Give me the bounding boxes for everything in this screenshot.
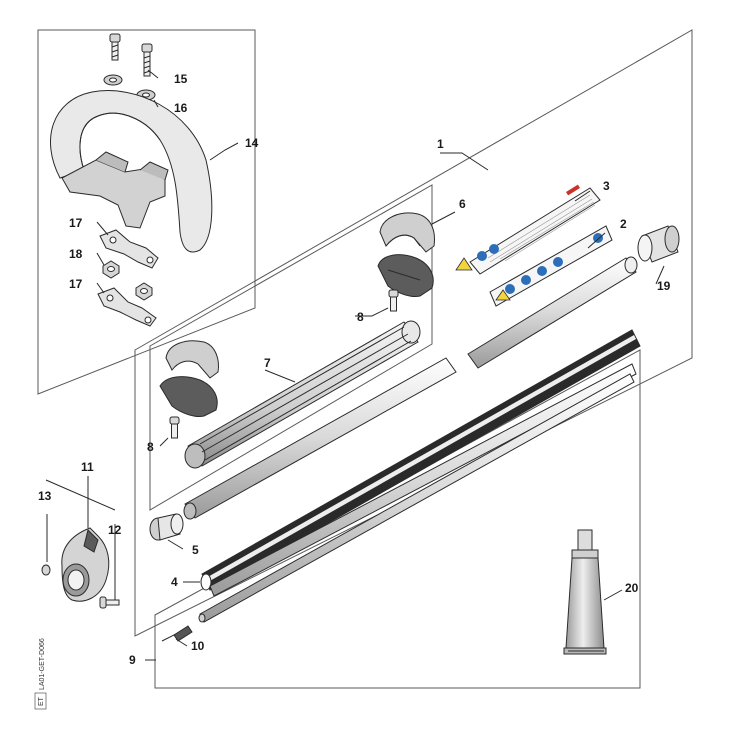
callout-19: 19 <box>657 279 671 293</box>
clamp-17-upper <box>99 229 159 269</box>
callout-15: 15 <box>174 72 188 86</box>
shaft-group-panel <box>134 29 693 637</box>
nut-18 <box>102 260 120 279</box>
nut-18-lower <box>135 282 153 301</box>
callout-3: 3 <box>603 179 610 193</box>
shaft-tube-1-upper <box>467 256 638 369</box>
clamp-shell-6-left-lower <box>159 376 218 417</box>
cap-19 <box>637 225 680 263</box>
drive-shaft-9 <box>198 373 635 623</box>
callout-11: 11 <box>81 460 94 474</box>
drawing-code-text: LA01-GET-D066 <box>39 638 46 690</box>
drive-tube-4 <box>200 329 641 597</box>
drive-shaft-end-10 <box>161 625 193 642</box>
leader-lines <box>45 69 665 661</box>
callout-7: 7 <box>264 356 271 370</box>
callout-12: 12 <box>108 523 122 537</box>
callout-17-upper: 17 <box>69 216 83 230</box>
callout-14: 14 <box>245 136 259 150</box>
rubber-bushing-5 <box>149 513 184 541</box>
screw-8-upper <box>388 289 399 312</box>
shaft-tube-1-lower <box>183 357 457 520</box>
callout-6: 6 <box>459 197 466 211</box>
callout-2: 2 <box>620 217 627 231</box>
washer-16-left-hole <box>109 77 117 83</box>
callout-13: 13 <box>38 489 52 503</box>
callout-20: 20 <box>625 581 639 595</box>
clamp-shell-6-lower <box>377 254 434 297</box>
callout-8-upper: 8 <box>357 310 364 324</box>
screw-12 <box>99 596 120 609</box>
callout-9: 9 <box>129 653 136 667</box>
grease-tube-20 <box>563 529 607 655</box>
screw-8-lower <box>169 416 180 439</box>
callout-5: 5 <box>192 543 199 557</box>
housing-11 <box>61 527 110 602</box>
loop-handle-14 <box>50 90 213 253</box>
label-2 <box>489 225 613 307</box>
nut-13 <box>41 564 51 576</box>
clamp-shell-6-left-upper <box>165 340 219 379</box>
grip-tube-7 <box>184 320 421 469</box>
grip-group-panel <box>149 184 433 511</box>
callout-16: 16 <box>174 101 188 115</box>
drawing-code-box <box>34 692 47 710</box>
callouts: 1 2 3 4 5 6 7 8 8 9 10 11 12 13 14 15 16… <box>38 72 671 667</box>
callout-10: 10 <box>191 639 205 653</box>
callout-17-lower: 17 <box>69 277 83 291</box>
washer-16-right-hole <box>142 92 150 98</box>
screw-15-left <box>109 33 121 61</box>
drive-group-panel <box>154 349 641 689</box>
drawing-code-box-text: ET <box>38 696 45 706</box>
handle-group-panel <box>37 29 256 395</box>
callout-8-lower: 8 <box>147 440 154 454</box>
label-3 <box>455 184 601 275</box>
callout-1: 1 <box>437 137 444 151</box>
callout-18: 18 <box>69 247 83 261</box>
clamp-17-lower <box>97 287 157 327</box>
callout-4: 4 <box>171 575 178 589</box>
clamp-shell-6-upper <box>379 212 435 253</box>
screw-15-right <box>141 43 153 77</box>
drawing-code: LA01-GET-D066 ET <box>34 638 47 710</box>
